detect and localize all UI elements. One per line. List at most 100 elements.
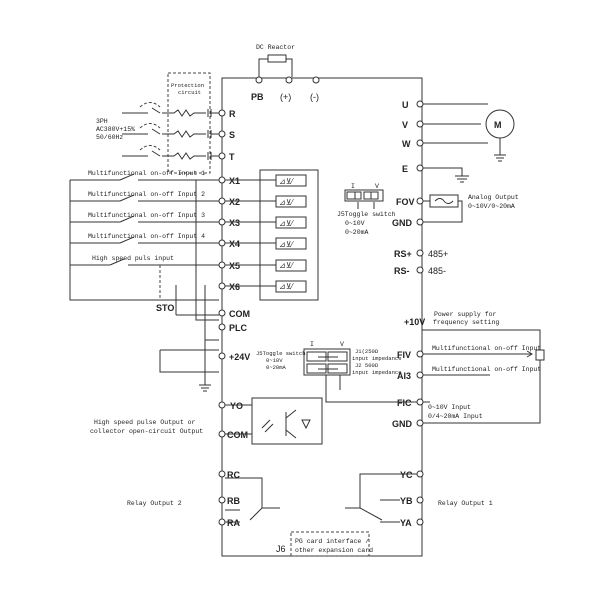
motor-label: M <box>494 120 502 130</box>
x4-label: X4 <box>229 239 240 249</box>
relay1-label: Relay Output 1 <box>438 500 493 507</box>
fov-terminal <box>416 197 424 205</box>
p24-label: +24V <box>229 352 250 362</box>
input3-label: Multifunctional on-off Input 3 <box>88 212 205 219</box>
relay1-contacts <box>345 473 417 523</box>
j2-range1: 0~10V <box>266 357 283 364</box>
fov-meter <box>423 194 463 223</box>
com-label: COM <box>229 309 250 319</box>
ai3-terminal <box>416 371 424 379</box>
j2-imp4: input impedance <box>352 369 402 376</box>
yb-label: YB <box>400 496 413 506</box>
r-label: R <box>229 109 236 119</box>
rs-plus-label: RS+ <box>394 249 412 259</box>
yb-terminal <box>416 496 424 504</box>
drive-box <box>221 77 423 557</box>
minus-terminal <box>312 76 320 84</box>
fiv-desc: Multifunctional on-off Input <box>432 345 541 352</box>
t-terminal <box>218 152 226 160</box>
rs-minus-label: RS- <box>394 266 410 276</box>
w-label: W <box>402 139 411 149</box>
j5-range2: 0~20mA <box>345 229 369 236</box>
reactor-coil <box>267 54 287 63</box>
com-terminal <box>218 309 226 317</box>
plus-label: (+) <box>280 92 291 102</box>
pb-label: PB <box>251 92 264 102</box>
v-terminal <box>416 120 424 128</box>
j2-v-label: V <box>340 341 344 348</box>
j2-toggle-switch <box>303 348 417 403</box>
fov-label: FOV <box>396 197 415 207</box>
fic-label: FIC <box>397 398 412 408</box>
w-terminal <box>416 139 424 147</box>
j5-title: J5Toggle switch <box>337 211 396 218</box>
hs-input-label: High speed puls input <box>92 255 174 262</box>
x3-label: X3 <box>229 218 240 228</box>
plus-terminal <box>285 76 293 84</box>
r-terminal <box>218 109 226 117</box>
rc-label: RC <box>227 470 240 480</box>
yo-label: YO <box>230 401 243 411</box>
x2-label: X2 <box>229 197 240 207</box>
x5-terminal <box>218 261 226 269</box>
input4-label: Multifunctional on-off Input 4 <box>88 233 205 240</box>
protection-line1: Protection <box>171 82 204 89</box>
svg-text:⊿⊻⁄: ⊿⊻⁄ <box>279 282 295 291</box>
yc-label: YC <box>400 470 413 480</box>
svg-text:⊿⊻⁄: ⊿⊻⁄ <box>279 240 295 249</box>
j6-line1: PG card interface / <box>295 538 369 545</box>
fic-desc2: 0/4~20mA Input <box>428 413 483 420</box>
x3-terminal <box>218 218 226 226</box>
yo-desc2: collector open-circuit Output <box>90 428 203 435</box>
j6-label: J6 <box>276 544 286 554</box>
e-label: E <box>402 164 408 174</box>
analog-output-range: 0~10V/0~20mA <box>468 203 515 210</box>
u-terminal <box>416 100 424 108</box>
pb-terminal <box>255 76 263 84</box>
input2-label: Multifunctional on-off Input 2 <box>88 191 205 198</box>
svg-text:⊿⊻⁄: ⊿⊻⁄ <box>279 219 295 228</box>
rc-terminal <box>218 470 226 478</box>
fiv-terminal <box>416 350 424 358</box>
ps-line1: Power supply for <box>434 311 497 318</box>
j6-line2: other expansion card <box>295 547 373 554</box>
v-label: V <box>402 120 408 130</box>
yc-terminal <box>416 470 424 478</box>
plc-label: PLC <box>229 323 248 333</box>
x6-label: X6 <box>229 282 240 292</box>
x2-terminal <box>218 197 226 205</box>
yo-optocoupler <box>225 397 323 445</box>
com2-terminal <box>218 430 226 438</box>
svg-text:⊿⊻⁄: ⊿⊻⁄ <box>279 261 295 270</box>
input1-label: Multifunctional on-off Input 1 <box>88 170 205 177</box>
v10-label: +10V <box>404 317 425 327</box>
gnd-terminal <box>416 419 424 427</box>
fov-gnd-label: GND <box>392 218 413 228</box>
j2-imp1: J1(250Ω <box>355 348 379 355</box>
rs-plus-terminal <box>416 249 424 257</box>
rb-terminal <box>218 496 226 504</box>
minus-label: (-) <box>310 92 319 102</box>
protection-box <box>167 72 211 174</box>
x1-terminal <box>218 176 226 184</box>
j5-toggle-switch <box>344 189 384 209</box>
power-input-lines <box>122 102 219 160</box>
fiv-label: FIV <box>397 350 411 360</box>
digital-input-wiring <box>69 173 219 392</box>
rs-minus-terminal <box>416 266 424 274</box>
u-label: U <box>402 100 409 110</box>
relay2-contacts <box>225 477 263 523</box>
p485-label: 485+ <box>428 249 448 259</box>
ra-label: RA <box>227 518 240 528</box>
j5-range1: 0~10V <box>345 220 365 227</box>
ai3-desc: Multifunctional on-off Input <box>432 366 541 373</box>
x5-label: X5 <box>229 261 240 271</box>
e-terminal <box>416 164 424 172</box>
supply-line1: 3PH <box>96 118 108 125</box>
x4-terminal <box>218 239 226 247</box>
j2-range2: 0~20mA <box>266 364 287 371</box>
ai3-label: AI3 <box>397 371 411 381</box>
plc-terminal <box>218 323 226 331</box>
fic-terminal <box>416 398 424 406</box>
